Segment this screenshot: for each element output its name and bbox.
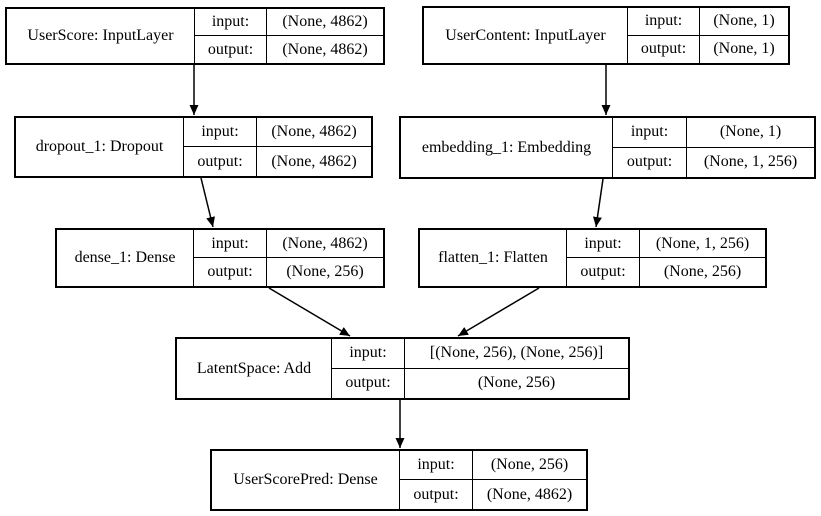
- input-shape: (None, 4862): [257, 118, 371, 147]
- output-shape: (None, 256): [286, 263, 364, 280]
- layer-name: flatten_1: Flatten: [420, 230, 567, 286]
- input-shape: [(None, 256), (None, 256)]: [405, 339, 628, 369]
- output-label: output:: [567, 258, 640, 286]
- layer-node-userscore: UserScore: InputLayer input: (None, 4862…: [5, 7, 385, 65]
- layer-name: LatentSpace: Add: [177, 339, 332, 398]
- edge-dropout-to-dense-arrow: [200, 177, 215, 228]
- input-label: input:: [628, 8, 700, 36]
- input-label: input:: [400, 451, 473, 480]
- input-label: input:: [195, 9, 267, 36]
- input-shape: (None, 1): [687, 118, 814, 148]
- layer-name: UserContent: InputLayer: [424, 8, 628, 63]
- output-shape: (None, 4862): [282, 40, 368, 58]
- output-shape: (None, 1): [713, 40, 775, 58]
- output-shape: (None, 1, 256): [703, 153, 798, 171]
- layer-node-flatten-1: flatten_1: Flatten input: (None, 1, 256)…: [418, 228, 767, 288]
- output-shape: (None, 4862): [486, 485, 573, 503]
- input-shape: (None, 4862): [267, 230, 383, 258]
- output-shape: (None, 256): [663, 263, 742, 280]
- edge-flatten-to-latentspace-arrow: [457, 287, 540, 337]
- output-label: output:: [628, 35, 700, 63]
- layer-name: dense_1: Dense: [57, 230, 194, 286]
- edge-dense-to-latentspace-arrow: [268, 287, 351, 337]
- layer-node-dropout-1: dropout_1: Dropout input: (None, 4862) o…: [14, 116, 373, 178]
- input-shape: (None, 256): [473, 451, 586, 480]
- input-label: input:: [613, 118, 687, 148]
- input-label: input:: [194, 230, 267, 258]
- output-label: output:: [332, 368, 405, 398]
- edge-embedding-to-flatten-arrow: [592, 178, 604, 228]
- input-shape: (None, 4862): [267, 9, 383, 36]
- output-label: output:: [400, 480, 473, 509]
- output-shape: (None, 4862): [271, 152, 357, 170]
- output-shape: (None, 256): [477, 374, 556, 392]
- layer-name: UserScorePred: Dense: [212, 451, 400, 509]
- layer-name: UserScore: InputLayer: [7, 9, 195, 63]
- layer-name: dropout_1: Dropout: [16, 118, 184, 176]
- input-label: input:: [567, 230, 640, 258]
- input-label: input:: [332, 339, 405, 369]
- output-label: output:: [613, 147, 687, 177]
- layer-node-latentspace: LatentSpace: Add input: [(None, 256), (N…: [175, 337, 630, 400]
- layer-node-dense-1: dense_1: Dense input: (None, 4862) outpu…: [55, 228, 385, 288]
- input-shape: (None, 1): [700, 8, 788, 36]
- layer-node-usercontent: UserContent: InputLayer input: (None, 1)…: [422, 6, 790, 65]
- layer-node-userscorepred: UserScorePred: Dense input: (None, 256) …: [210, 449, 588, 511]
- input-shape: (None, 1, 256): [640, 230, 765, 258]
- layer-name: embedding_1: Embedding: [401, 118, 613, 177]
- layer-node-embedding-1: embedding_1: Embedding input: (None, 1) …: [399, 116, 816, 179]
- output-label: output:: [184, 147, 257, 176]
- output-label: output:: [195, 36, 267, 63]
- input-label: input:: [184, 118, 257, 147]
- output-label: output:: [194, 258, 267, 286]
